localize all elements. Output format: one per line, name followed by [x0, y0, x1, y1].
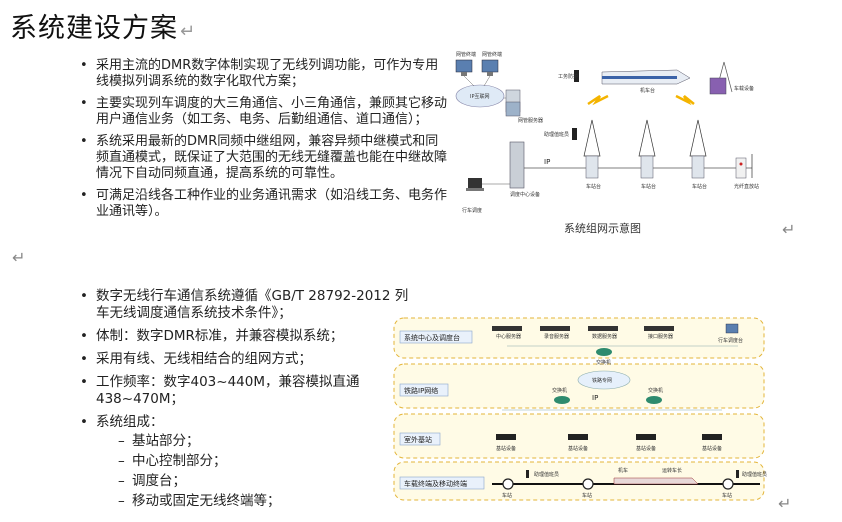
ip-label: IP — [544, 158, 550, 166]
composition-list: 基站部分； 中心控制部分； 调度台； 移动或固定无线终端等； — [96, 433, 418, 510]
base-station-icon — [638, 119, 656, 179]
train-icon — [613, 477, 699, 485]
cloud-icon — [455, 84, 505, 108]
train-dispatch-label: 行车调度 — [462, 207, 482, 214]
page-title: 系统建设方案↵ — [10, 13, 197, 44]
handset-label: 助理值班员 — [534, 471, 559, 478]
list-item: 系统采用最新的DMR同频中继组网，兼容异频中继模式和同频直通模式，既保证了大范围… — [78, 134, 450, 182]
feature-list: 采用主流的DMR数字体制实现了无线列调功能，可作为专用线模拟列调系统的数字化取代… — [78, 58, 450, 226]
switch-icon — [646, 396, 662, 404]
user-terminal-label: 网管终端 — [482, 51, 502, 58]
ip-label: IP — [592, 394, 598, 402]
return-mark: ↵ — [12, 248, 26, 267]
base-station-icon — [496, 434, 516, 440]
architecture-diagram: 系统中心及调度台 铁路IP网络 室外基站 车载终端及移动终端 中心服务器 录音服… — [393, 317, 767, 501]
band-label: 铁路IP网络 — [404, 386, 438, 395]
server-icon — [540, 326, 570, 331]
list-item: 体制：数字DMR标准，并兼容模拟系统； — [78, 328, 418, 345]
switch-icon — [596, 348, 612, 356]
handheld-icon — [572, 128, 577, 140]
station-label: 车站 — [502, 492, 512, 499]
rack-icon — [509, 141, 525, 189]
list-item: 调度台； — [118, 473, 418, 490]
server-label: 录音服务器 — [544, 333, 569, 340]
station-label: 车站 — [722, 492, 732, 499]
handheld-label: 工务防护 — [558, 73, 578, 80]
dispatch-console-icon — [725, 323, 739, 334]
server-label: 接口服务器 — [648, 333, 673, 340]
band-label: 室外基站 — [404, 435, 432, 444]
vehicle-label: 运转车长 — [662, 467, 682, 474]
server-label: 中心服务器 — [496, 333, 521, 340]
server-icon — [588, 326, 618, 331]
locomotive-icon — [601, 69, 691, 85]
dispatch-console-label: 行车调度台 — [718, 337, 743, 344]
return-mark: ↵ — [782, 220, 796, 239]
base-station-label: 基站设备 — [568, 445, 588, 452]
base-station-icon — [568, 434, 588, 440]
wireless-icon — [587, 94, 609, 106]
vehicle-label: 车载设备 — [734, 85, 754, 92]
base-station-icon — [702, 434, 722, 440]
list-item: 采用主流的DMR数字体制实现了无线列调功能，可作为专用线模拟列调系统的数字化取代… — [78, 58, 450, 90]
switch-label: 交换机 — [648, 387, 663, 394]
base-station-label: 车站台 — [641, 183, 656, 190]
cloud-icon — [577, 370, 631, 390]
user-terminal-icon — [481, 59, 499, 76]
list-item: 移动或固定无线终端等； — [118, 493, 418, 510]
handset-label: 助理值班员 — [742, 471, 767, 478]
list-item: 采用有线、无线相结合的组网方式； — [78, 351, 418, 368]
user-terminal-label: 网管终端 — [456, 51, 476, 58]
server-icon — [644, 326, 674, 331]
radio-tower-icon — [709, 61, 733, 95]
dispatch-center-label: 调度中心设备 — [510, 191, 540, 198]
locomotive-label: 机车台 — [640, 87, 655, 94]
base-station-label: 基站设备 — [702, 445, 722, 452]
user-terminal-icon — [455, 59, 473, 76]
wireless-icon — [675, 94, 695, 106]
list-item: 可满足沿线各工种作业的业务通讯需求（如沿线工务、电务作业通讯等）。 — [78, 188, 450, 220]
base-station-label: 车站台 — [692, 183, 707, 190]
locomotive-label: 机车 — [618, 467, 628, 474]
base-station-label: 基站设备 — [496, 445, 516, 452]
switch-label: 交换机 — [552, 387, 567, 394]
switch-icon — [554, 396, 570, 404]
base-station-icon — [583, 119, 601, 179]
station-label: 车站 — [582, 492, 592, 499]
handheld-label: 助理值班员 — [544, 131, 569, 138]
server-label: 网管服务器 — [518, 117, 543, 124]
base-station-icon — [689, 119, 707, 179]
band-label: 车载终端及移动终端 — [404, 479, 467, 488]
spec-list: 数字无线行车通信系统遵循《GB/T 28792-2012 列车无线调度通信系统技… — [78, 288, 418, 516]
list-item: 中心控制部分； — [118, 453, 418, 470]
list-item: 主要实现列车调度的大三角通信、小三角通信，兼顾其它移动用户通信业务（如工务、电务… — [78, 96, 450, 128]
list-item: 数字无线行车通信系统遵循《GB/T 28792-2012 列车无线调度通信系统技… — [78, 288, 418, 322]
list-item: 工作频率：数字403~440M，兼容模拟直通438~470M； — [78, 374, 418, 408]
server-icon — [505, 89, 521, 117]
handset-icon — [736, 470, 739, 478]
dispatch-terminal-icon — [466, 178, 484, 191]
list-item: 基站部分； — [118, 433, 418, 450]
return-mark: ↵ — [778, 494, 792, 513]
cloud-label: 铁路专网 — [592, 377, 612, 384]
handset-icon — [526, 470, 529, 478]
server-icon — [492, 326, 522, 331]
band-label: 系统中心及调度台 — [404, 333, 460, 342]
repeater-icon — [735, 154, 753, 179]
server-label: 数据服务器 — [592, 333, 617, 340]
base-station-label: 基站设备 — [636, 445, 656, 452]
base-station-label: 车站台 — [586, 183, 601, 190]
list-item: 系统组成： 基站部分； 中心控制部分； 调度台； 移动或固定无线终端等； — [78, 414, 418, 510]
handheld-icon — [574, 70, 579, 82]
base-station-icon — [636, 434, 656, 440]
cloud-label: IP互联网 — [470, 93, 490, 100]
repeater-label: 光纤直放站 — [734, 183, 759, 190]
figure-caption: 系统组网示意图 — [564, 221, 641, 235]
switch-label: 交换机 — [596, 359, 611, 366]
network-diagram: 网管终端 网管终端 IP互联网 网管服务器 工务防护 机车台 车载设备 助理值班… — [455, 51, 759, 235]
